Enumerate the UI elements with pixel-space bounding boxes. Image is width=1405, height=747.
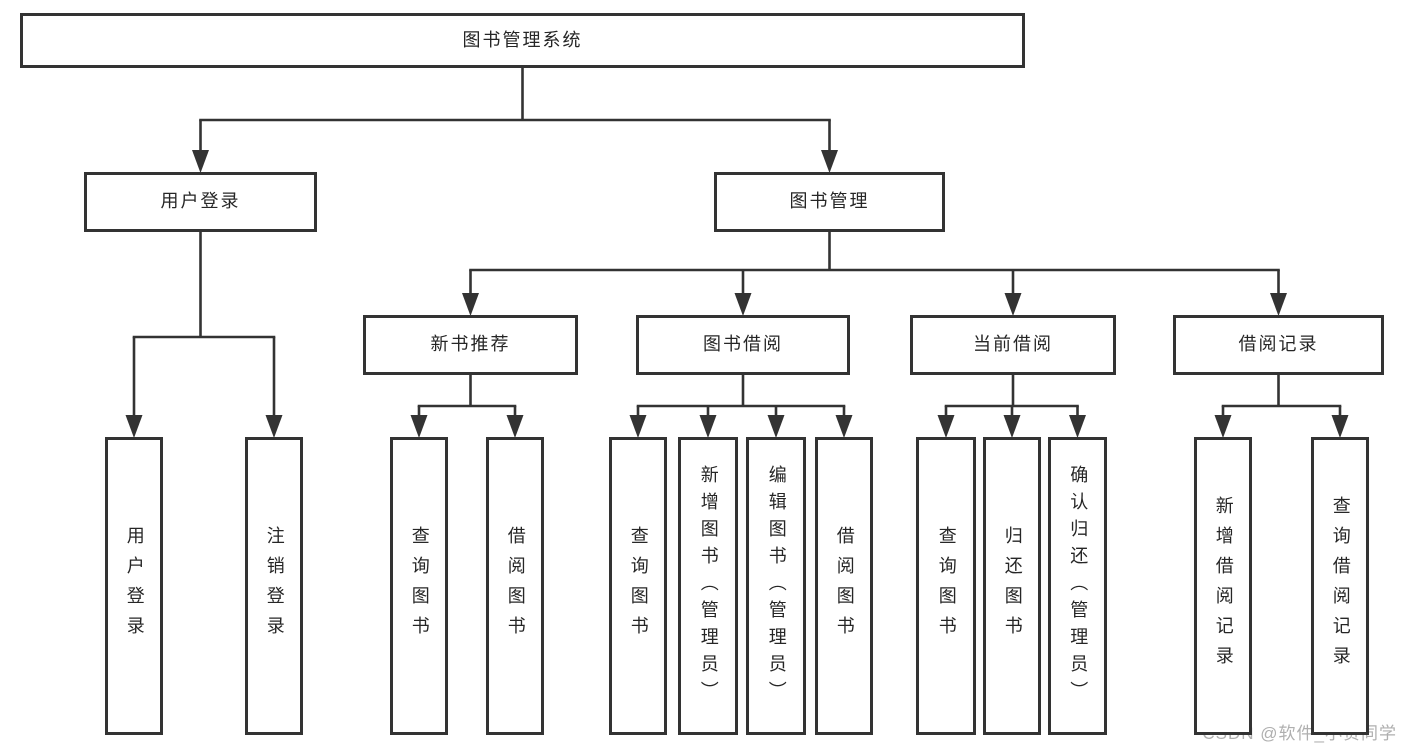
arrowhead-icon bbox=[1003, 415, 1021, 438]
arrowhead-icon bbox=[265, 415, 283, 438]
arrowhead-icon bbox=[410, 415, 428, 438]
node-new-borrow: 借阅图书 bbox=[486, 437, 544, 735]
node-label-borrow-add: 新增图书（管理员） bbox=[698, 464, 719, 708]
node-label-newbook: 新书推荐 bbox=[430, 334, 511, 355]
arrowhead-icon bbox=[767, 415, 785, 438]
node-current: 当前借阅 bbox=[910, 315, 1116, 375]
node-borrow: 图书借阅 bbox=[636, 315, 850, 375]
node-label-borrow-lend: 借阅图书 bbox=[834, 526, 855, 646]
arrowhead-icon bbox=[192, 150, 209, 173]
node-borrow-add: 新增图书（管理员） bbox=[678, 437, 738, 735]
node-newbook: 新书推荐 bbox=[363, 315, 578, 375]
arrowhead-icon bbox=[1270, 293, 1287, 316]
node-record: 借阅记录 bbox=[1173, 315, 1384, 375]
node-cur-confirm: 确认归还（管理员） bbox=[1048, 437, 1107, 735]
arrowhead-icon bbox=[734, 293, 752, 316]
arrowhead-icon bbox=[629, 415, 647, 438]
arrowhead-icon bbox=[462, 293, 479, 316]
node-label-new-query: 查询图书 bbox=[409, 526, 430, 646]
node-borrow-lend: 借阅图书 bbox=[815, 437, 873, 735]
node-root: 图书管理系统 bbox=[20, 13, 1025, 68]
node-label-cur-return: 归还图书 bbox=[1002, 526, 1023, 646]
node-label-borrow-query: 查询图书 bbox=[628, 526, 649, 646]
node-cur-query: 查询图书 bbox=[916, 437, 976, 735]
node-manage: 图书管理 bbox=[714, 172, 945, 232]
arrowhead-icon bbox=[506, 415, 524, 438]
node-label-borrow: 图书借阅 bbox=[703, 334, 783, 355]
node-rec-query: 查询借阅记录 bbox=[1311, 437, 1369, 735]
node-label-rec-query: 查询借阅记录 bbox=[1330, 496, 1351, 676]
node-login-user: 用户登录 bbox=[105, 437, 163, 735]
node-borrow-edit: 编辑图书（管理员） bbox=[746, 437, 806, 735]
node-login-logout: 注销登录 bbox=[245, 437, 303, 735]
node-label-root: 图书管理系统 bbox=[462, 29, 583, 50]
node-label-login-logout: 注销登录 bbox=[264, 526, 285, 646]
node-label-rec-add: 新增借阅记录 bbox=[1213, 496, 1234, 676]
node-label-manage: 图书管理 bbox=[789, 191, 870, 212]
node-label-record: 借阅记录 bbox=[1238, 334, 1319, 355]
arrowhead-icon bbox=[1069, 415, 1086, 438]
node-label-login: 用户登录 bbox=[160, 191, 241, 212]
node-label-cur-query: 查询图书 bbox=[936, 526, 957, 646]
arrowhead-icon bbox=[821, 150, 838, 173]
node-new-query: 查询图书 bbox=[390, 437, 448, 735]
node-cur-return: 归还图书 bbox=[983, 437, 1041, 735]
node-login: 用户登录 bbox=[84, 172, 317, 232]
node-rec-add: 新增借阅记录 bbox=[1194, 437, 1252, 735]
node-borrow-query: 查询图书 bbox=[609, 437, 667, 735]
arrowhead-icon bbox=[125, 415, 143, 438]
arrowhead-icon bbox=[937, 415, 955, 438]
node-label-borrow-edit: 编辑图书（管理员） bbox=[766, 464, 787, 708]
node-label-login-user: 用户登录 bbox=[124, 526, 145, 646]
node-label-new-borrow: 借阅图书 bbox=[505, 526, 526, 646]
arrowhead-icon bbox=[699, 415, 717, 438]
node-label-cur-confirm: 确认归还（管理员） bbox=[1068, 464, 1089, 708]
arrowhead-icon bbox=[1214, 415, 1232, 438]
node-label-current: 当前借阅 bbox=[973, 334, 1053, 355]
arrowhead-icon bbox=[1331, 415, 1349, 438]
arrowhead-icon bbox=[1004, 293, 1022, 316]
arrowhead-icon bbox=[835, 415, 853, 438]
